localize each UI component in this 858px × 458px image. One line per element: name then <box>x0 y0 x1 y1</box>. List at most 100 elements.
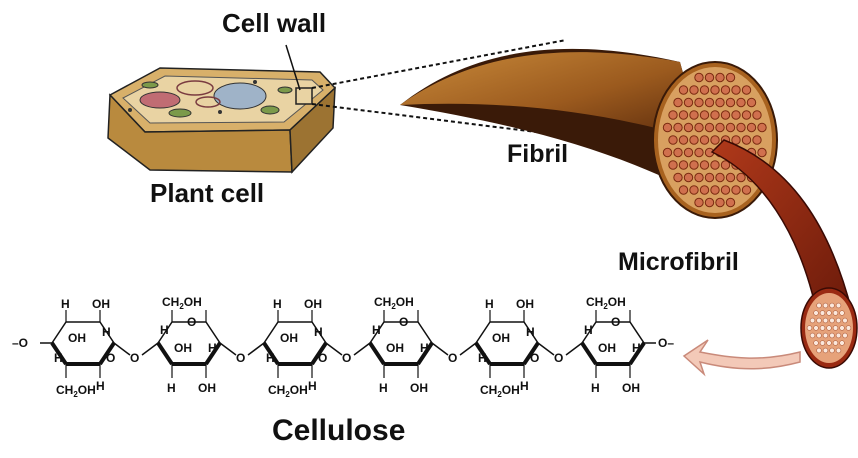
fibril-strand-dot <box>673 172 683 183</box>
microfibril-strand-dot <box>809 332 816 339</box>
fibril-strand-dot <box>725 72 736 83</box>
fibril-strand-dot <box>752 135 762 145</box>
hydrogen-label: H <box>208 341 217 355</box>
microfibril-strand-dot <box>819 325 826 331</box>
fibril-strand-dot <box>741 85 752 95</box>
hydroxyl-label: OH <box>68 331 86 345</box>
microfibril-strand-dot <box>822 332 829 339</box>
hydroxyl-label: OH <box>386 341 404 355</box>
glycosidic-oxygen: O <box>236 351 245 365</box>
fibril-strand-dot <box>731 135 741 145</box>
fibril-strand-dot <box>689 135 699 145</box>
hydroxyl-label: OH <box>622 381 640 395</box>
microfibril-strand-dot <box>835 317 842 324</box>
microfibril-strand-dot <box>845 325 852 331</box>
fibril-strand-dot <box>678 135 689 145</box>
fibril-strand-dot <box>710 110 720 120</box>
hydrogen-label: H <box>96 379 105 393</box>
fibril-strand-dot <box>699 135 710 145</box>
fibril-strand-dot <box>694 172 704 183</box>
fibril-strand-dot <box>689 110 699 120</box>
hydrogen-label: H <box>102 325 111 339</box>
fibril-strand-dot <box>683 172 694 183</box>
microfibril-strand-dot <box>839 310 845 316</box>
cell-wall-leader-line <box>285 44 301 91</box>
microfibril-strand-dot <box>819 310 826 316</box>
zoom-line-top <box>311 39 567 89</box>
hydrogen-label: H <box>273 297 282 311</box>
fibril-strand-dot <box>678 110 689 120</box>
fibril-strand-dot <box>715 197 725 208</box>
fibril-strand-dot <box>678 85 689 95</box>
hydroxyl-label: OH <box>516 297 534 311</box>
glycosidic-oxygen: O <box>554 351 563 365</box>
fibril-strand-dot <box>741 185 752 195</box>
fibril-strand-dot <box>704 97 715 108</box>
fibril-strand-dot <box>689 160 699 170</box>
microfibril-strand-dot <box>829 347 835 354</box>
microfibril-strand-dot <box>806 325 813 331</box>
fibril-strand-dot <box>689 185 699 195</box>
microfibril-strand-dot <box>816 347 822 354</box>
hydrogen-label: H <box>632 341 641 355</box>
microfibril-strand-dot <box>813 340 819 346</box>
fibril-illustration <box>400 48 778 219</box>
fibril-strand-dot <box>736 97 746 108</box>
microfibril-strand-dot <box>839 340 845 346</box>
fibril-strand-dot <box>662 122 673 133</box>
ch2oh-label: CH2OH <box>374 295 414 311</box>
microfibril-strand-dot <box>829 332 835 339</box>
fibril-strand-dot <box>720 110 731 120</box>
fibril-strand-dot <box>699 110 710 120</box>
fibril-strand-dot <box>715 72 725 83</box>
fibril-strand-dot <box>752 110 762 120</box>
ring-oxygen: O <box>318 351 327 365</box>
microfibril-strand-dot <box>822 317 829 324</box>
fibril-strand-dot <box>668 110 678 120</box>
zoom-arrow <box>682 339 801 377</box>
fibril-strand-dot <box>678 185 689 195</box>
hydroxyl-label: OH <box>198 381 216 395</box>
hydroxyl-label: OH <box>92 297 110 311</box>
microfibril-strand-dot <box>816 317 822 324</box>
fibril-strand-dot <box>673 97 683 108</box>
hydrogen-label: H <box>314 325 323 339</box>
microfibril-strand-dot <box>839 325 845 331</box>
fibril-strand-dot <box>715 97 725 108</box>
microfibril-label: Microfibril <box>618 248 739 276</box>
hydrogen-label: H <box>372 323 381 337</box>
cell-wall-label: Cell wall <box>222 8 327 38</box>
chain-right-end: O– <box>658 336 674 350</box>
plant-cell-illustration <box>107 67 337 174</box>
microfibril-strand-dot <box>832 340 839 346</box>
fibril-strand-dot <box>725 122 736 133</box>
microfibril-strand-dot <box>822 347 829 354</box>
microfibril-strand-dot <box>816 332 822 339</box>
plant-cell-label: Plant cell <box>150 178 265 208</box>
microfibril-strand-dot <box>842 317 848 324</box>
hydrogen-label: H <box>526 325 535 339</box>
glycosidic-oxygen: O <box>130 351 139 365</box>
fibril-strand-dot <box>668 160 678 170</box>
microfibril-strand-dot <box>826 340 832 346</box>
hydrogen-label: H <box>308 379 317 393</box>
fibril-strand-dot <box>694 122 704 133</box>
hydrogen-label: H <box>485 297 494 311</box>
ch2oh-label: CH2OH <box>56 383 96 399</box>
microfibril-strand-dot <box>816 302 822 309</box>
fibril-strand-dot <box>710 85 720 95</box>
microfibril-strand-dot <box>829 302 835 309</box>
hydrogen-label: H <box>520 379 529 393</box>
fibril-strand-dot <box>725 172 736 183</box>
hydroxyl-label: OH <box>174 341 192 355</box>
hydrogen-label: H <box>478 351 487 365</box>
fibril-strand-dot <box>699 160 710 170</box>
hydrogen-label: H <box>379 381 388 395</box>
fibril-strand-dot <box>704 197 715 208</box>
fibril-strand-dot <box>683 147 694 158</box>
fibril-strand-dot <box>683 122 694 133</box>
